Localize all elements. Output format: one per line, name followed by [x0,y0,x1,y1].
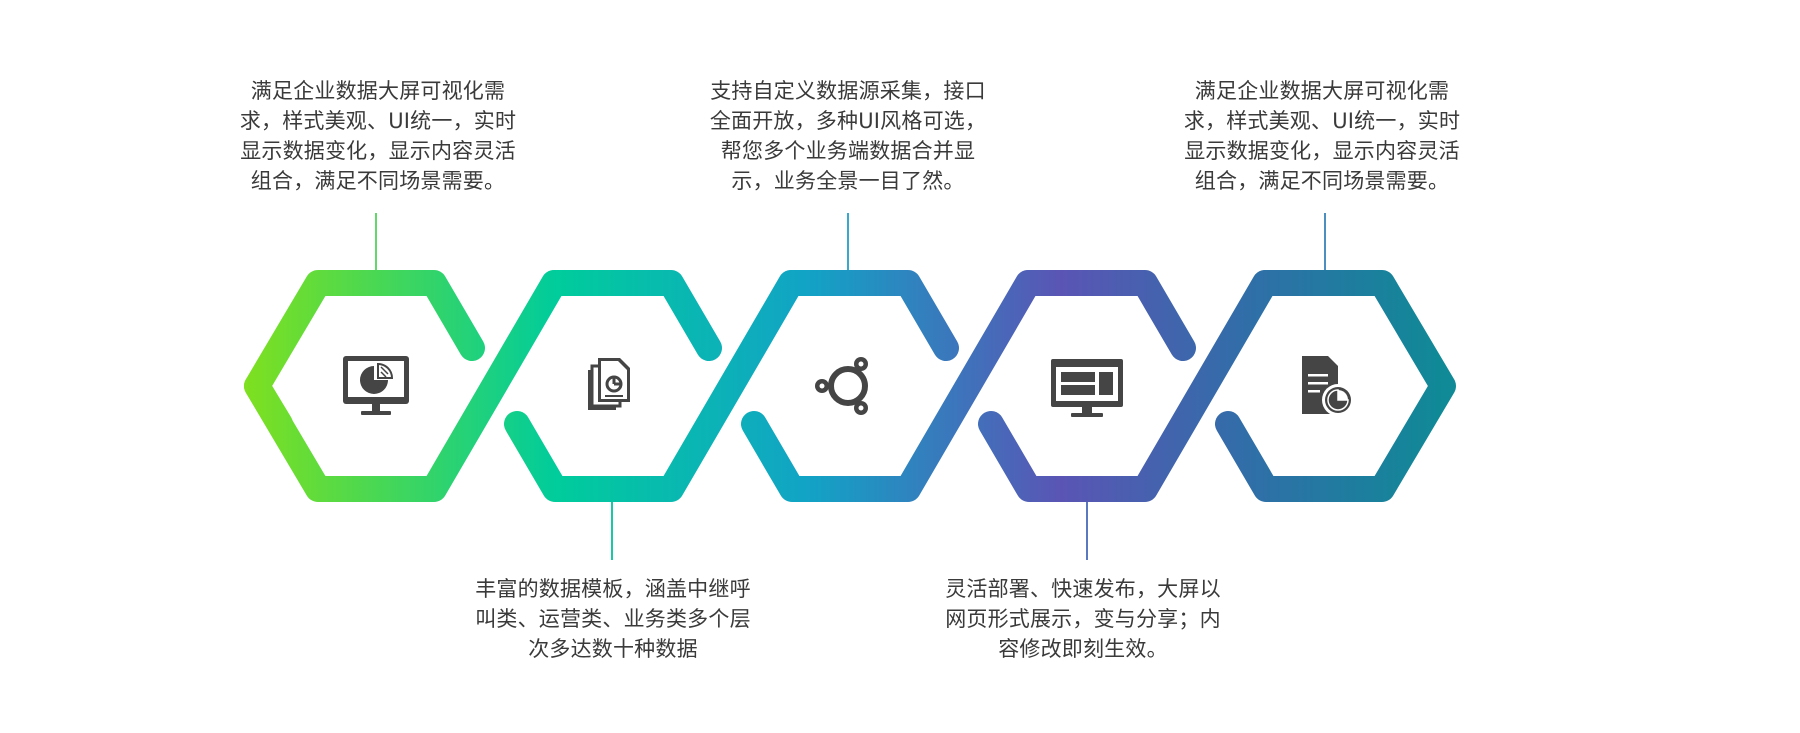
connector-top-1 [232,212,520,272]
connector-top-5 [1180,212,1468,272]
hexagon-3-lower [741,270,1041,502]
hexagon-5-shape [1215,270,1456,502]
hexagon-1-lower [244,270,567,502]
caption-step-1: 满足企业数据大屏可视化需求，样式美观、UI统一，实时显示数据变化，显示内容灵活组… [239,79,517,193]
web-page-screen-icon [1051,359,1123,417]
connector-top-3 [703,212,993,272]
hexagon-2-upper [542,270,722,361]
connector-bottom-4 [942,502,1232,561]
network-nodes-icon [815,357,868,415]
hexagon-4-upper [1016,270,1196,361]
caption-step-4: 灵活部署、快速发布，大屏以网页形式展示，变与分享；内容修改即刻生效。 [945,577,1221,661]
hexagon-2-lower [504,270,804,502]
caption-step-5: 满足企业数据大屏可视化需求，样式美观、UI统一，实时显示数据变化，显示内容灵活组… [1183,79,1461,193]
stacked-documents-chart-icon [588,358,630,410]
caption-step-3: 支持自定义数据源采集，接口全面开放，多种UI风格可选，帮您多个业务端数据合并显示… [709,79,987,193]
monitor-pie-chart-icon [343,356,409,415]
hexagon-4-lower [978,270,1278,502]
hexagon-3-upper [779,270,959,361]
document-pie-chart-icon [1302,356,1354,416]
caption-step-2: 丰富的数据模板，涵盖中继呼叫类、运营类、业务类多个层次多达数十种数据 [475,577,751,661]
connector-bottom-2 [470,502,758,561]
hexagon-layer [244,270,1456,502]
